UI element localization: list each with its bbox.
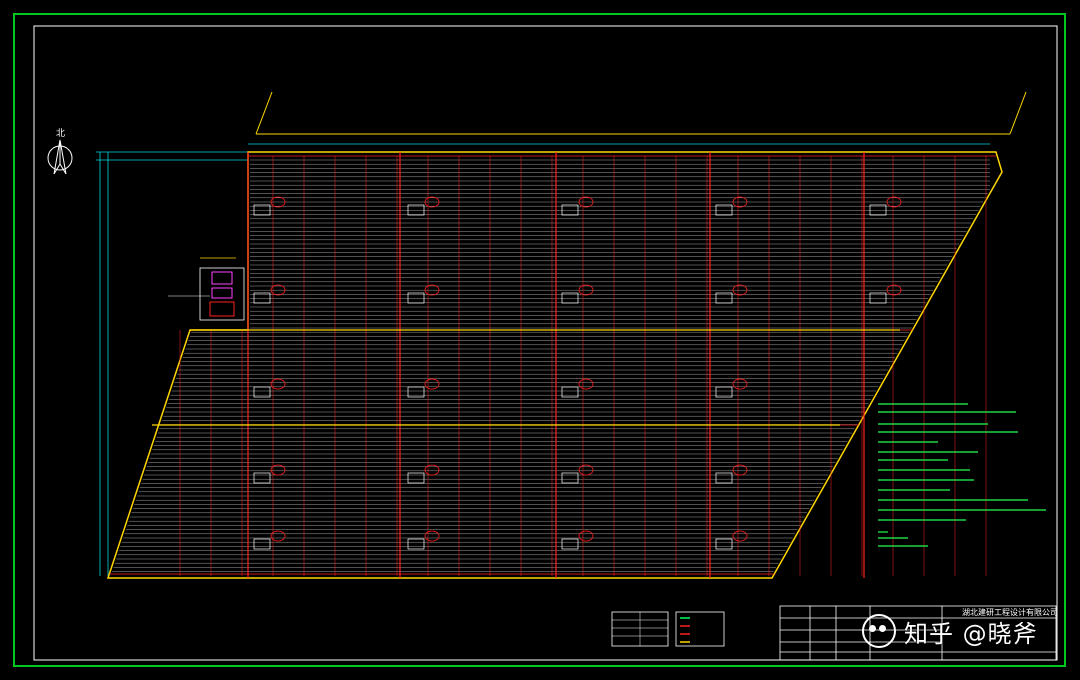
valve-tag [270,464,286,476]
design-notes-text [878,403,1046,547]
sprinkler-branch-lines [112,159,990,572]
dimension-lines-top [96,143,990,161]
valve-tag [578,196,594,208]
valve-box [715,204,733,216]
valve-box [407,292,425,304]
legend-table-right [675,611,725,647]
valve-tag [578,284,594,296]
valve-box [253,292,271,304]
north-label: 北 [56,128,65,139]
valve-tag [578,464,594,476]
site-boundary-lines [255,91,1027,135]
valve-box [869,292,887,304]
valve-box [407,538,425,550]
valve-box [407,204,425,216]
valve-tag [270,378,286,390]
drawing-frame-outer [13,13,1066,667]
pump-room-detail [168,257,245,321]
valve-box [715,386,733,398]
drawing-frame-inner [33,25,1058,661]
valve-tag [732,378,748,390]
valve-box [253,538,271,550]
legend-table-left [611,611,669,647]
valve-box [561,204,579,216]
sprinkler-main-pipes [109,152,996,578]
valve-tag [578,378,594,390]
title-block [779,605,1057,661]
valve-box [869,204,887,216]
valve-tag [270,530,286,542]
valve-box [715,292,733,304]
valve-symbols [253,196,902,550]
valve-tag [424,284,440,296]
valve-tag [732,530,748,542]
valve-box [561,472,579,484]
wechat-logo-icon [862,614,896,648]
valve-tag [732,196,748,208]
zone-divider-lines [152,329,900,426]
valve-box [561,538,579,550]
north-arrow-icon: 北 [47,128,73,175]
valve-box [715,472,733,484]
valve-box [253,386,271,398]
valve-tag [424,196,440,208]
valve-tag [424,464,440,476]
valve-tag [270,284,286,296]
valve-box [407,472,425,484]
valve-box [253,204,271,216]
watermark-text: 知乎 @晓斧 [904,619,1038,648]
company-name: 湖北建研工程设计有限公司 [962,607,1058,617]
valve-tag [886,196,902,208]
valve-tag [424,378,440,390]
watermark: 知乎 @晓斧 [862,608,1062,654]
dimension-lines-left [99,152,109,576]
valve-tag [732,284,748,296]
valve-tag [578,530,594,542]
valve-box [253,472,271,484]
valve-box [407,386,425,398]
valve-tag [886,284,902,296]
valve-box [715,538,733,550]
valve-tag [270,196,286,208]
valve-tag [732,464,748,476]
valve-tag [424,530,440,542]
valve-box [561,292,579,304]
valve-box [561,386,579,398]
